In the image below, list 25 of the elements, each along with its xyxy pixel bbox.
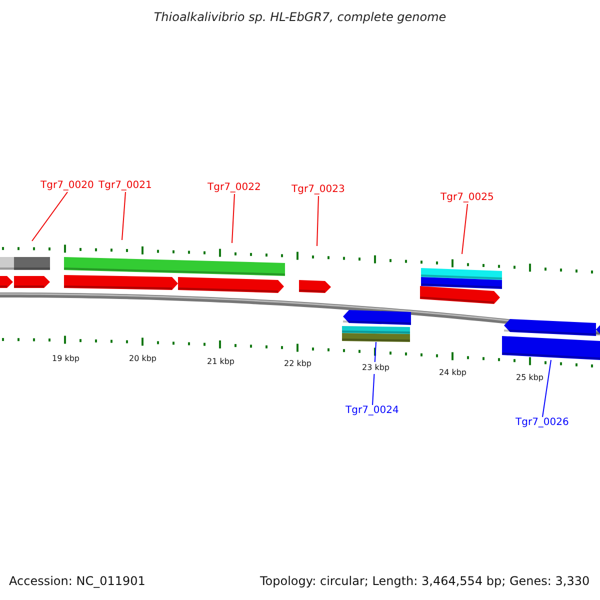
leader-line xyxy=(32,192,68,242)
gene-feature-bar xyxy=(342,333,410,342)
accession-text: Accession: NC_011901 xyxy=(9,575,146,587)
gene-label: Tgr7_0023 xyxy=(292,184,345,196)
leader-line xyxy=(232,194,235,244)
genome-summary-text: Topology: circular; Length: 3,464,554 bp; Genes: 3,330 xyxy=(260,575,590,587)
gene-label: Tgr7_0025 xyxy=(440,192,494,204)
gene-feature-bar xyxy=(502,336,600,360)
scale-label: 23 kbp xyxy=(362,362,390,374)
leader-line xyxy=(542,360,552,418)
scale-label: 25 kbp xyxy=(516,372,544,384)
scale-label: 22 kbp xyxy=(284,358,312,370)
scale-label: 20 kbp xyxy=(129,353,157,365)
gene-label: Tgr7_0021 xyxy=(98,180,152,192)
scale-label: 19 kbp xyxy=(52,353,80,365)
title: Thioalkalivibrio sp. HL-EbGR7, complete genome xyxy=(152,11,448,23)
leader-line xyxy=(462,204,468,254)
scale-label: 21 kbp xyxy=(207,356,235,368)
leader-line xyxy=(122,192,126,240)
leader-line xyxy=(316,196,319,246)
gene-label: Tgr7_0024 xyxy=(346,405,399,417)
gene-label: Tgr7_0020 xyxy=(40,180,94,192)
scale-label: 24 kbp xyxy=(439,367,467,379)
gene-label: Tgr7_0022 xyxy=(208,182,261,194)
gene-label: Tgr7_0026 xyxy=(516,417,569,429)
